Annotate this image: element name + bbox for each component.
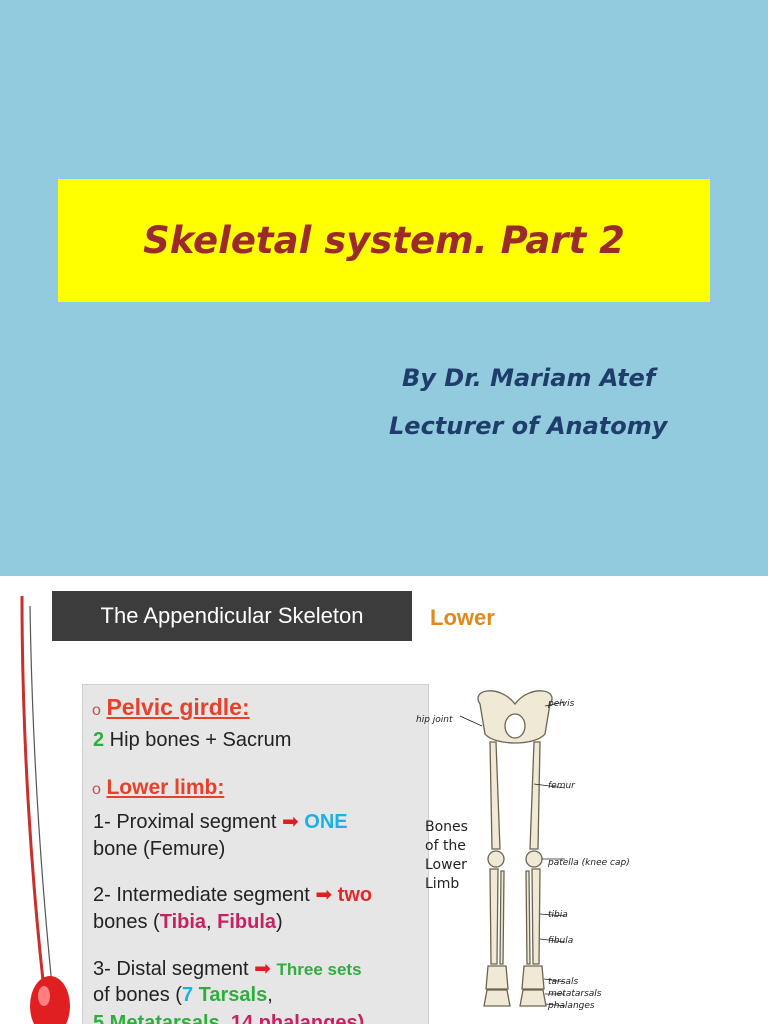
label-tibia: tibia [548, 910, 568, 920]
distal-line3: 5 Metatarsals, 14 phalanges) [93, 1012, 364, 1024]
diagram-title-line: Limb [425, 876, 460, 892]
author-line: By Dr. Mariam Atef [402, 364, 656, 392]
tarsals-count: 7 [181, 984, 194, 1006]
intermediate-line: 2- Intermediate segment ➡ two [93, 882, 372, 907]
diagram-title-line: of the [425, 838, 466, 854]
section-header: The Appendicular Skeleton [52, 591, 412, 641]
arrow-right-icon: ➡ [254, 958, 271, 980]
proximal-line2: bone (Femure) [93, 838, 226, 860]
pelvic-detail: 2 Hip bones + Sacrum [93, 729, 291, 752]
lower-limb-heading-row: o Lower limb: [92, 776, 224, 800]
label-patella: patella (knee cap) [548, 858, 630, 868]
metatarsals-term: 5 Metatarsals [93, 1012, 220, 1024]
pelvic-text: Hip bones + Sacrum [104, 729, 292, 751]
title-slide: Skeletal system. Part 2 By Dr. Mariam At… [0, 0, 768, 576]
distal-line: 3- Distal segment ➡ Three sets [93, 956, 362, 981]
intermediate-value: two [337, 884, 373, 906]
distal-line2: of bones (7 Tarsals, [93, 984, 273, 1007]
arrow-right-icon: ➡ [281, 811, 299, 833]
pelvic-heading: Pelvic girdle: [106, 694, 250, 720]
proximal-label: 1- Proximal segment [93, 811, 282, 833]
lower-limb-skeleton-illustration [460, 690, 566, 1007]
title-banner: Skeletal system. Part 2 [58, 179, 710, 302]
section-subheader: Lower [430, 605, 495, 630]
intermediate-label: 2- Intermediate segment [93, 884, 316, 906]
label-femur: femur [548, 781, 575, 791]
close-paren: ) [276, 911, 283, 933]
intermediate-line2-pre: bones ( [93, 911, 160, 933]
content-slide: The Appendicular Skeleton Lower o Pelvic… [0, 576, 768, 1024]
section-header-text: The Appendicular Skeleton [100, 603, 364, 628]
diagram-title: Bones of the Lower Limb [425, 818, 468, 894]
slide-title: Skeletal system. Part 2 [143, 219, 625, 262]
label-fibula: fibula [548, 936, 574, 946]
decorative-swoosh [20, 595, 70, 1024]
pelvic-heading-row: o Pelvic girdle: [92, 694, 250, 721]
distal-label: 3- Distal segment [93, 958, 255, 980]
tarsals-term: Tarsals [193, 984, 268, 1006]
role-line: Lecturer of Anatomy [389, 412, 668, 440]
label-pelvis: pelvis [548, 699, 575, 709]
tibia-term: Tibia [159, 911, 207, 933]
distal-value: Three sets [276, 960, 362, 979]
proximal-line: 1- Proximal segment ➡ ONE [93, 809, 348, 834]
fibula-term: Fibula [217, 911, 277, 933]
distal-line2-pre: of bones ( [93, 984, 182, 1006]
diagram-title-line: Bones [425, 819, 468, 835]
label-phalanges: phalanges [548, 1001, 595, 1011]
arrow-right-icon: ➡ [315, 884, 333, 906]
diagram-title-line: Lower [425, 857, 467, 873]
text-panel [82, 684, 429, 1024]
proximal-value: ONE [304, 811, 348, 833]
tarsals-comma: , [267, 984, 273, 1006]
bullet-glyph: o [92, 781, 101, 798]
label-tarsals: tarsals [548, 977, 579, 987]
intermediate-line2: bones (Tibia, Fibula) [93, 911, 283, 934]
comma: , [206, 911, 218, 933]
hip-bone-count: 2 [93, 729, 105, 751]
lower-limb-heading: Lower limb: [106, 776, 225, 799]
phalanges-term: , 14 phalanges) [219, 1012, 365, 1024]
label-hip-joint: hip joint [416, 715, 453, 725]
bullet-glyph: o [92, 702, 101, 719]
label-metatarsals: metatarsals [548, 989, 602, 999]
